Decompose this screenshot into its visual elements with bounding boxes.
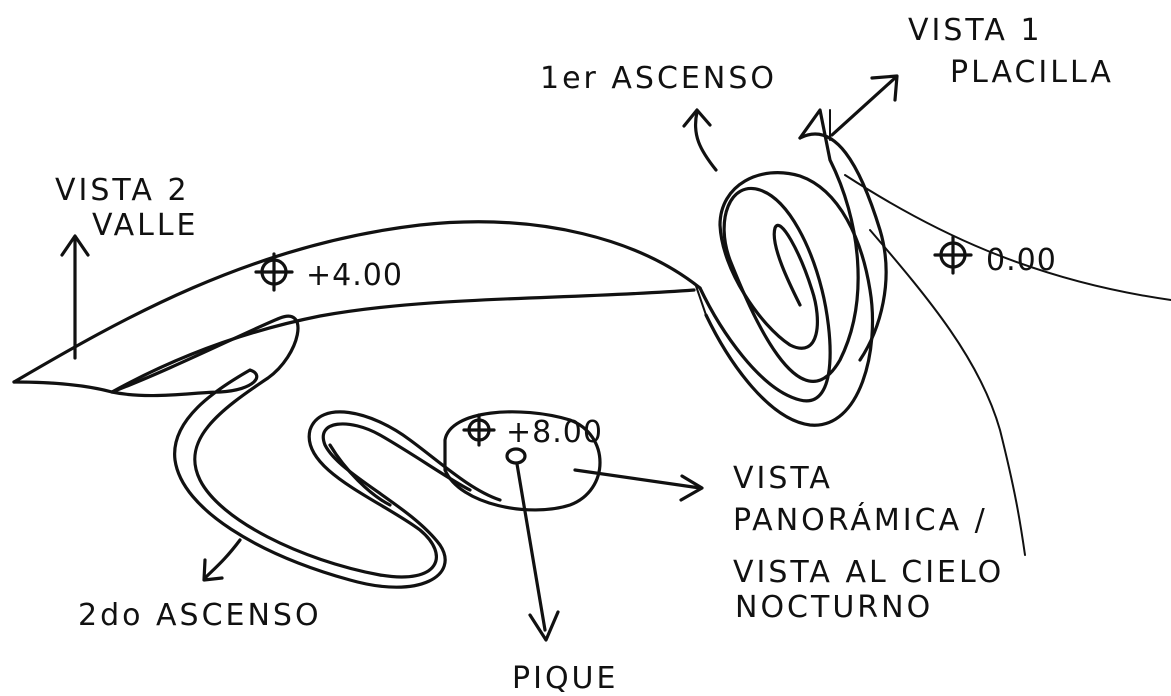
terrain-edge: [844, 174, 1171, 556]
pique-arrow: [515, 462, 560, 642]
ascenso1-arrow: [682, 108, 718, 172]
pique-label: PIQUE: [512, 661, 618, 696]
level-marker-icon-upper: [254, 252, 294, 292]
level-marker-icon-lower: [462, 413, 496, 447]
vista1-arrow: [830, 74, 899, 137]
level-label-right: 0.00: [986, 243, 1057, 278]
vista2-label-line2: VALLE: [92, 208, 199, 243]
vista2-label-line1: VISTA 2: [55, 173, 190, 208]
panoramica-label-line1: VISTA: [733, 461, 833, 496]
panoramica-label-line3: VISTA AL CIELO: [733, 555, 1004, 590]
ascenso2-label: 2do ASCENSO: [78, 598, 322, 633]
vista1-label-line2: PLACILLA: [950, 55, 1114, 90]
switchback-upper: [698, 108, 888, 427]
level-label-upper: +4.00: [306, 258, 403, 293]
ascenso2-arrow: [202, 538, 242, 582]
panoramica-label-line4: NOCTURNO: [735, 590, 933, 625]
level-marker-icon-right: [933, 235, 973, 275]
panoramica-label-line2: PANORÁMICA /: [733, 502, 988, 538]
upper-path-band: [12, 220, 707, 394]
panoramica-arrow: [573, 468, 704, 502]
vista1-label-line1: VISTA 1: [908, 13, 1043, 48]
level-label-lower: +8.00: [506, 415, 603, 450]
switchback-lower: [110, 314, 502, 589]
ascenso1-label: 1er ASCENSO: [540, 61, 777, 96]
vista2-arrow: [60, 234, 90, 360]
